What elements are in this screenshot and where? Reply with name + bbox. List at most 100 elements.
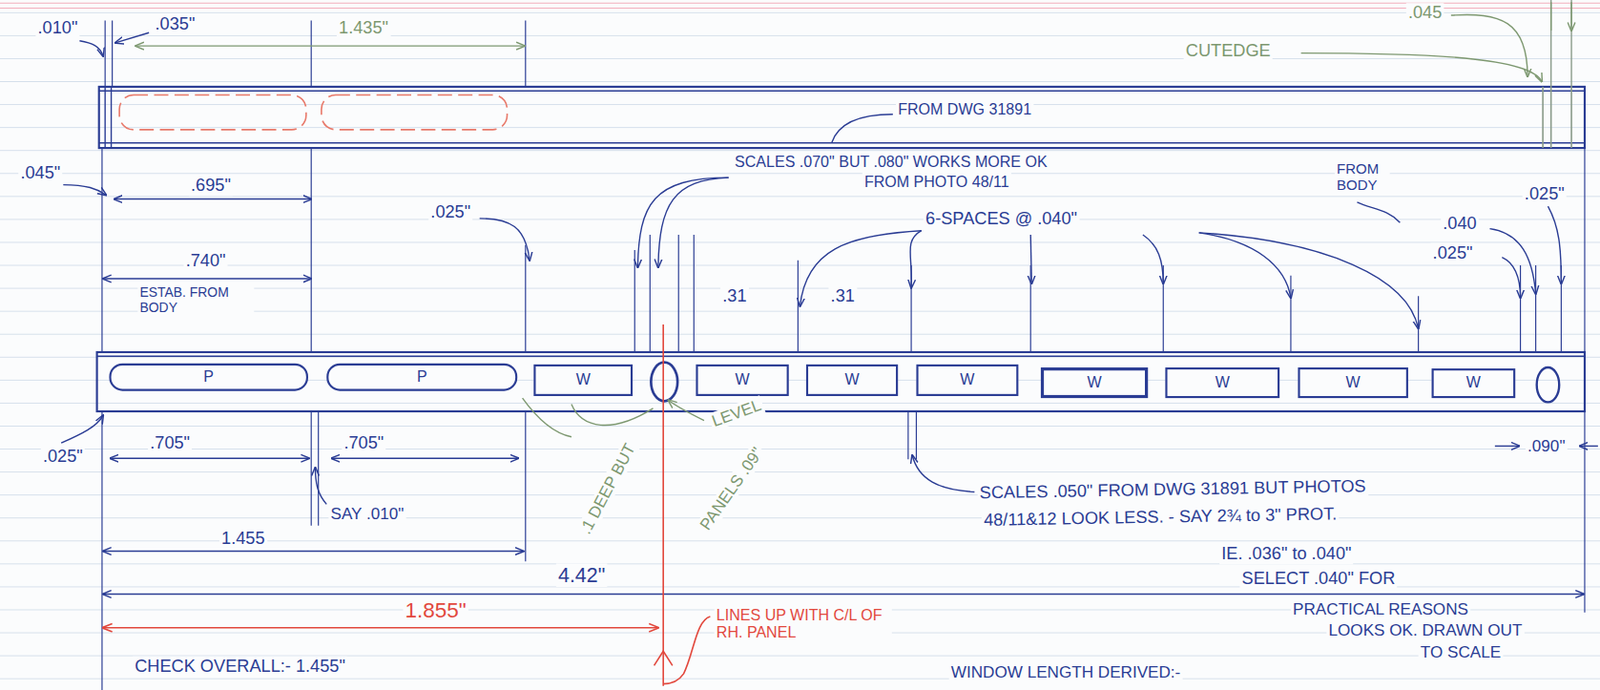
dimension-text: .025" xyxy=(1430,243,1475,264)
note-text: LINES UP WITH C/L OF RH. PANEL xyxy=(714,605,893,642)
dimension-text: 1.855" xyxy=(402,598,468,624)
margin-line xyxy=(0,2,1600,8)
note-text: FROM BODY xyxy=(1334,160,1391,193)
dimension-text: .705" xyxy=(341,432,386,453)
leader-line xyxy=(668,399,705,420)
window-box: W xyxy=(1432,368,1517,398)
note-text: CHECK OVERALL:- 1.455" xyxy=(132,656,348,677)
panel-box: P xyxy=(326,363,518,392)
note-text: 6-SPACES @ .040" xyxy=(923,208,1080,229)
leader-line xyxy=(831,114,894,144)
window-box: W xyxy=(533,364,633,396)
dimension-text: SAY .010" xyxy=(328,504,406,524)
dimension-text: .025" xyxy=(428,202,473,223)
dashed-panel xyxy=(321,94,508,129)
leader-line xyxy=(522,397,572,437)
red-centre-line xyxy=(103,324,710,686)
arrow-head xyxy=(654,650,673,665)
box-letter: W xyxy=(844,372,859,390)
dimension-lines xyxy=(61,32,1599,594)
box-letter: W xyxy=(1215,374,1230,392)
strip-edges xyxy=(99,86,1585,148)
note-text: CUTEDGE xyxy=(1184,41,1273,62)
box-letter: P xyxy=(416,368,428,386)
note-text: ESTAB. FROM BODY xyxy=(137,285,254,316)
leader-line xyxy=(1551,1,1572,31)
leader-line xyxy=(61,415,104,443)
dimension-text: .740" xyxy=(184,250,229,271)
dimension-text: .045 xyxy=(1406,2,1445,23)
dimension-text: .705" xyxy=(147,432,192,453)
leader-line xyxy=(637,177,728,268)
dimension-arrow xyxy=(1495,445,1520,447)
dimension-line xyxy=(103,626,659,629)
dashed-panel xyxy=(119,94,307,129)
dimension-line xyxy=(114,198,312,200)
strip-outline xyxy=(97,352,1585,412)
panel-box: P xyxy=(108,363,309,392)
leader-line xyxy=(1142,234,1164,284)
centre-line xyxy=(662,324,665,686)
leader-line xyxy=(800,230,922,307)
window-box: W xyxy=(915,364,1019,396)
leader-line xyxy=(79,41,104,57)
dimension-text: .045" xyxy=(18,163,63,184)
dashed-panels xyxy=(119,94,507,129)
dimension-text: .695" xyxy=(188,175,233,196)
note-text: TO SCALE xyxy=(1418,643,1504,663)
window-box: W xyxy=(1297,367,1409,398)
note-text: SELECT .040" FOR xyxy=(1239,568,1397,589)
dimension-line xyxy=(103,593,1584,595)
dimension-text: 1.455 xyxy=(219,528,268,549)
bracket xyxy=(663,616,710,685)
dimension-text: 4.42" xyxy=(556,562,608,587)
box-letter: W xyxy=(1086,374,1102,392)
window-box: W xyxy=(1040,367,1148,398)
strip-outline xyxy=(99,86,1585,148)
dimension-text: 1.435" xyxy=(336,18,391,39)
leader-line xyxy=(1030,234,1032,284)
note-text: SCALES .070" BUT .080" WORKS MORE OK xyxy=(732,152,1050,170)
leader-line xyxy=(658,177,729,268)
oval-light xyxy=(650,362,678,402)
green-notes-lines xyxy=(135,1,1572,437)
leader-line xyxy=(115,32,149,43)
bracket xyxy=(1356,202,1400,223)
window-box: W xyxy=(806,364,898,396)
bottom-strip xyxy=(97,352,1585,412)
top-strip xyxy=(99,86,1585,148)
note-text: LOOKS OK. DRAWN OUT xyxy=(1326,621,1524,641)
dimension-text: .040 xyxy=(1440,213,1479,234)
leader-line xyxy=(912,455,975,493)
strip-edge xyxy=(97,355,1585,357)
note-text: PRACTICAL REASONS xyxy=(1290,600,1471,620)
dimension-line xyxy=(103,550,524,552)
box-letter: W xyxy=(576,372,591,390)
leader-line xyxy=(62,185,106,196)
note-text: IE. .036" to .040" xyxy=(1219,543,1354,564)
dimension-text: .090" xyxy=(1525,436,1568,457)
dimension-line xyxy=(332,457,520,459)
box-letter: W xyxy=(734,372,749,390)
dimension-text: .025" xyxy=(41,446,85,467)
extension-lines xyxy=(1551,0,1572,87)
note-text: FROM PHOTO 48/11 xyxy=(862,172,1012,190)
leader-line xyxy=(479,218,530,261)
box-letter: W xyxy=(1466,374,1481,393)
dimension-text: .025" xyxy=(1522,184,1567,205)
box-letter: W xyxy=(1346,374,1361,392)
dimension-line xyxy=(103,277,312,279)
leader-line xyxy=(1451,14,1528,77)
dimension-text: .035" xyxy=(152,14,197,35)
dimension-arrow xyxy=(1579,445,1599,447)
note-text: WINDOW LENGTH DERIVED:- xyxy=(949,663,1184,683)
note-text: FROM DWG 31891 xyxy=(895,100,1034,118)
box-letter: W xyxy=(959,372,975,390)
box-letter: P xyxy=(203,368,214,386)
leader-line xyxy=(1301,53,1542,83)
dimension-line xyxy=(135,44,524,46)
leader-line xyxy=(1199,232,1419,330)
